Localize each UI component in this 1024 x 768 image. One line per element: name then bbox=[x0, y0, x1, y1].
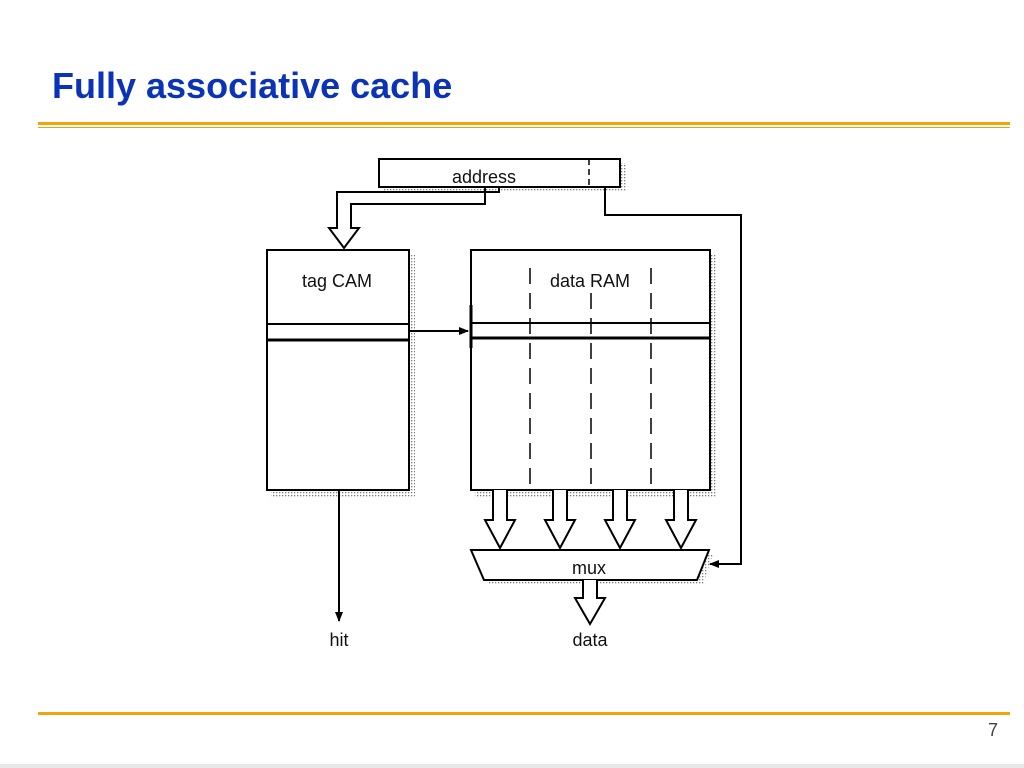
data-ram-label: data RAM bbox=[550, 271, 630, 291]
title-divider-thick bbox=[38, 122, 1010, 125]
address-register-box bbox=[378, 158, 621, 188]
data-out-label: data bbox=[572, 630, 608, 650]
word-bus-arrows bbox=[483, 490, 698, 551]
hit-label: hit bbox=[329, 630, 348, 650]
mux-body bbox=[469, 549, 711, 581]
mux-label: mux bbox=[572, 558, 606, 578]
data-ram-label-bg bbox=[536, 268, 644, 292]
title-divider-thin bbox=[38, 127, 1010, 128]
offset-select-line bbox=[604, 187, 742, 568]
tag-bus-arrow bbox=[327, 187, 500, 250]
tag-cam-label: tag CAM bbox=[302, 271, 372, 291]
data-out-arrow bbox=[573, 580, 607, 627]
page-number: 7 bbox=[987, 720, 998, 740]
footer-divider bbox=[38, 712, 1010, 715]
tag-cam: tag CAM bbox=[266, 249, 415, 497]
address-register: address bbox=[378, 158, 626, 191]
word-bus-arrow-1 bbox=[483, 490, 517, 551]
word-bus-arrow-3 bbox=[603, 490, 637, 551]
word-bus-arrow-2 bbox=[543, 490, 577, 551]
tag-cam-box bbox=[266, 249, 410, 491]
mux: mux bbox=[469, 549, 713, 584]
data-ram: data RAM bbox=[470, 249, 716, 497]
word-bus-arrow-4 bbox=[664, 490, 698, 551]
address-label: address bbox=[452, 167, 516, 187]
slide-title: Fully associative cache bbox=[52, 65, 453, 106]
bottom-strip bbox=[0, 764, 1024, 768]
